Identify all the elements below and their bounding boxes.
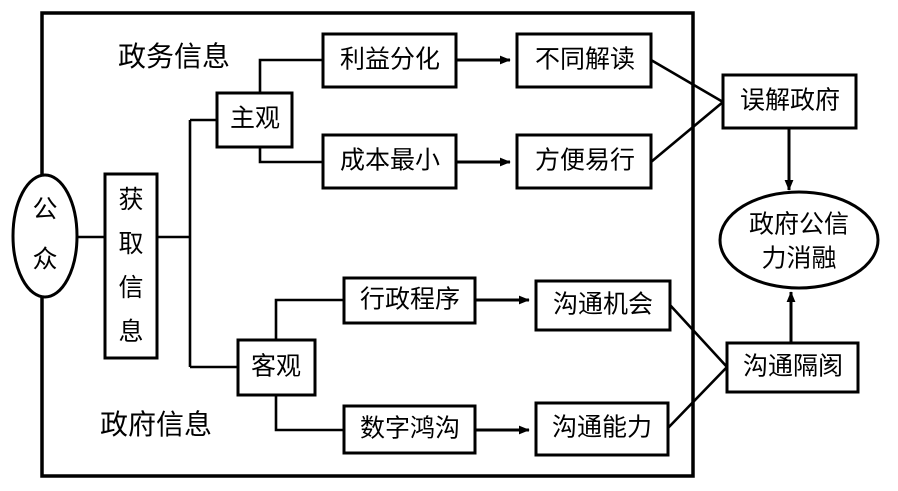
communication-ability-label: 沟通能力 xyxy=(552,414,652,442)
edge-subjective-to-cost-minimization xyxy=(258,147,323,164)
label-gov-affairs-info: 政务信息 xyxy=(118,41,230,73)
convenient-easy-box-shape xyxy=(515,133,653,190)
administrative-procedure-label: 行政程序 xyxy=(360,286,460,314)
administrative-procedure-box-shape xyxy=(342,276,477,325)
objective-label: 客观 xyxy=(251,353,301,381)
different-interpretation-label: 不同解读 xyxy=(535,46,635,74)
edge-convenient-easy-to-misunderstand-government xyxy=(650,101,724,163)
edge-objective-to-administrative-procedure xyxy=(274,298,344,340)
edge-communication-ability-to-communication-barrier xyxy=(667,366,728,429)
public-label-line2: 众 xyxy=(32,246,57,274)
node-misunderstand-government[interactable]: 误解政府 xyxy=(721,73,858,130)
objective-box-shape xyxy=(236,338,317,397)
obtain-info-char-3: 息 xyxy=(118,318,143,346)
communication-barrier-box-shape xyxy=(725,341,860,394)
digital-divide-label: 数字鸿沟 xyxy=(360,415,460,443)
subjective-label: 主观 xyxy=(230,105,280,133)
node-communication-opportunity[interactable]: 沟通机会 xyxy=(534,279,672,332)
digital-divide-box-shape xyxy=(342,404,477,455)
edge-objective-to-digital-divide xyxy=(274,395,344,432)
label-gov-info: 政府信息 xyxy=(100,409,212,441)
node-digital-divide[interactable]: 数字鸿沟 xyxy=(342,404,477,455)
node-communication-ability[interactable]: 沟通能力 xyxy=(534,401,670,457)
credibility-dissolution-label-line1: 政府公信 xyxy=(749,211,849,239)
interest-differentiation-label: 利益分化 xyxy=(340,46,440,74)
node-different-interpretation[interactable]: 不同解读 xyxy=(515,32,653,89)
node-cost-minimization[interactable]: 成本最小 xyxy=(321,133,458,190)
node-credibility-dissolution[interactable]: 政府公信 力消融 xyxy=(718,190,880,290)
edge-subjective-to-interest-differentiation xyxy=(258,58,323,93)
obtain-info-char-2: 信 xyxy=(118,274,143,302)
communication-opportunity-label: 沟通机会 xyxy=(553,291,653,319)
edge-different-interpretation-to-misunderstand-government xyxy=(650,58,724,104)
obtain-info-char-1: 取 xyxy=(118,231,143,258)
communication-opportunity-box-shape xyxy=(534,279,672,332)
node-interest-differentiation[interactable]: 利益分化 xyxy=(321,32,458,89)
node-subjective[interactable]: 主观 xyxy=(215,91,294,149)
credibility-dissolution-label-line2: 力消融 xyxy=(761,245,836,273)
public-label-line1: 公 xyxy=(32,197,57,224)
misunderstand-government-label: 误解政府 xyxy=(740,87,840,115)
interest-differentiation-box-shape xyxy=(321,32,458,89)
communication-ability-box-shape xyxy=(534,401,670,457)
cost-minimization-box-shape xyxy=(321,133,458,190)
node-administrative-procedure[interactable]: 行政程序 xyxy=(342,276,477,325)
convenient-easy-label: 方便易行 xyxy=(535,147,635,175)
communication-barrier-label: 沟通隔阂 xyxy=(743,353,843,381)
subjective-box-shape xyxy=(215,91,294,149)
node-communication-barrier[interactable]: 沟通隔阂 xyxy=(725,341,860,394)
different-interpretation-box-shape xyxy=(515,32,653,89)
edge-communication-opportunity-to-communication-barrier xyxy=(669,304,728,368)
node-convenient-easy[interactable]: 方便易行 xyxy=(515,133,653,190)
obtain-info-box-shape xyxy=(103,172,159,360)
public-ellipse-shape xyxy=(11,173,79,299)
node-obtain-info[interactable]: 获 取 信 息 xyxy=(103,172,159,360)
node-public[interactable]: 公 众 xyxy=(11,173,79,299)
obtain-info-char-0: 获 xyxy=(118,186,143,214)
misunderstand-government-box-shape xyxy=(721,73,858,130)
credibility-dissolution-ellipse-shape xyxy=(718,190,880,290)
node-objective[interactable]: 客观 xyxy=(236,338,317,397)
cost-minimization-label: 成本最小 xyxy=(340,147,440,175)
